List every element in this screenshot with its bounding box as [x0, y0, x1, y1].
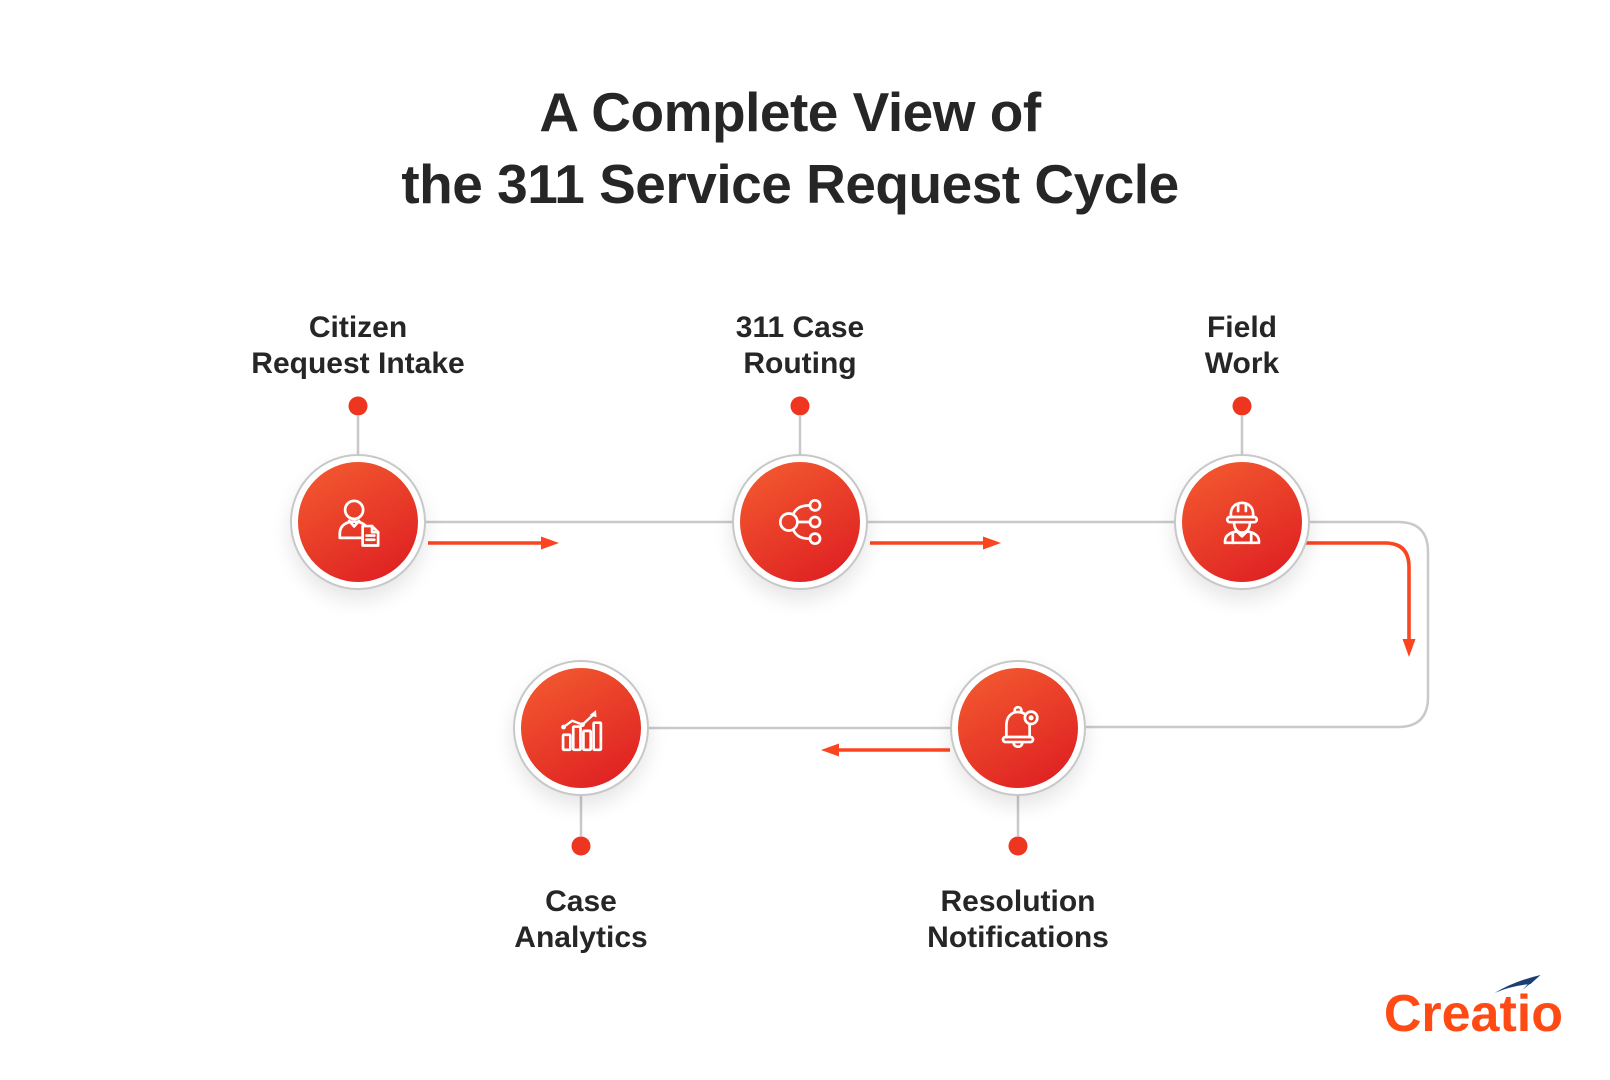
node-resolution-notifications: [950, 660, 1086, 796]
node-disc: [298, 462, 418, 582]
connector-dot-node5: [571, 836, 591, 856]
notification-bell-icon: [1001, 705, 1039, 749]
node-label-case-analytics: Case Analytics: [381, 884, 781, 956]
label-line: Case: [545, 885, 617, 918]
node-field-work: [1174, 454, 1310, 590]
flow-arrow-4-head: [821, 743, 839, 757]
node-311-case-routing: [732, 454, 868, 590]
node-citizen-request-intake: [290, 454, 426, 590]
construction-worker-icon: [1223, 501, 1261, 545]
label-line: 311 Case: [735, 311, 865, 344]
node-label-field-work: Field Work: [1042, 310, 1442, 382]
node-label-311-case-routing: 311 Case Routing: [600, 310, 1000, 382]
label-line: Work: [1204, 347, 1280, 380]
node-label-citizen-request-intake: Citizen Request Intake: [158, 310, 558, 382]
label-line: Routing: [743, 347, 857, 380]
label-line: Request Intake: [251, 347, 465, 380]
flow-arrow-3-head: [1402, 639, 1416, 657]
label-line: Resolution: [940, 885, 1096, 918]
label-line: Notifications: [927, 921, 1109, 954]
label-line: Field: [1206, 311, 1277, 344]
page-title-line2: the 311 Service Request Cycle: [401, 153, 1179, 215]
node-disc: [958, 668, 1078, 788]
page-title: A Complete View of the 311 Service Reque…: [0, 76, 1580, 220]
connector-dot-node2: [790, 396, 810, 416]
flow-arrow-3-line: [1306, 541, 1411, 639]
connector-dot-node3: [1232, 396, 1252, 416]
node-disc: [521, 668, 641, 788]
label-line: Citizen: [308, 311, 408, 344]
flow-arrow-2-head: [983, 536, 1001, 550]
creatio-logo: Creatio: [1383, 975, 1563, 1043]
flow-arrow-1-head: [541, 536, 559, 550]
page-title-line1: A Complete View of: [539, 81, 1041, 143]
connector-dot-node1: [348, 396, 368, 416]
node-disc: [740, 462, 860, 582]
node-case-analytics: [513, 660, 649, 796]
person-document-icon: [338, 499, 380, 547]
node-disc: [1182, 462, 1302, 582]
connector-curve-node3-node4: [1086, 520, 1430, 729]
node-label-resolution-notifications: Resolution Notifications: [818, 884, 1218, 956]
routing-icon: [778, 498, 822, 546]
creatio-logo-text: Creatio: [1383, 985, 1563, 1043]
label-line: Analytics: [514, 921, 648, 954]
bar-chart-trend-icon: [561, 710, 603, 752]
creatio-arrow-icon: [1494, 975, 1541, 993]
connector-dot-node4: [1008, 836, 1028, 856]
